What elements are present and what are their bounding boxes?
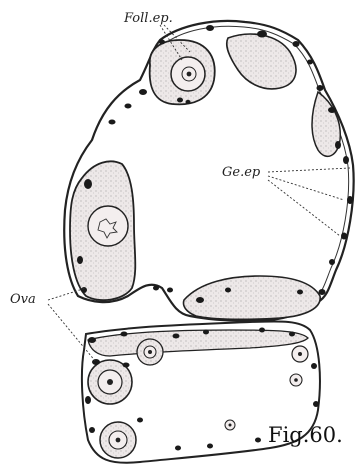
oocyte-left xyxy=(88,206,128,246)
label-germinal-epithelium: Ge.ep xyxy=(222,165,261,180)
label-ova: Ova xyxy=(10,292,36,307)
figure-caption: Fig.60. xyxy=(268,423,343,447)
label-follicle-epithelium: Foll.ep. xyxy=(123,11,173,26)
